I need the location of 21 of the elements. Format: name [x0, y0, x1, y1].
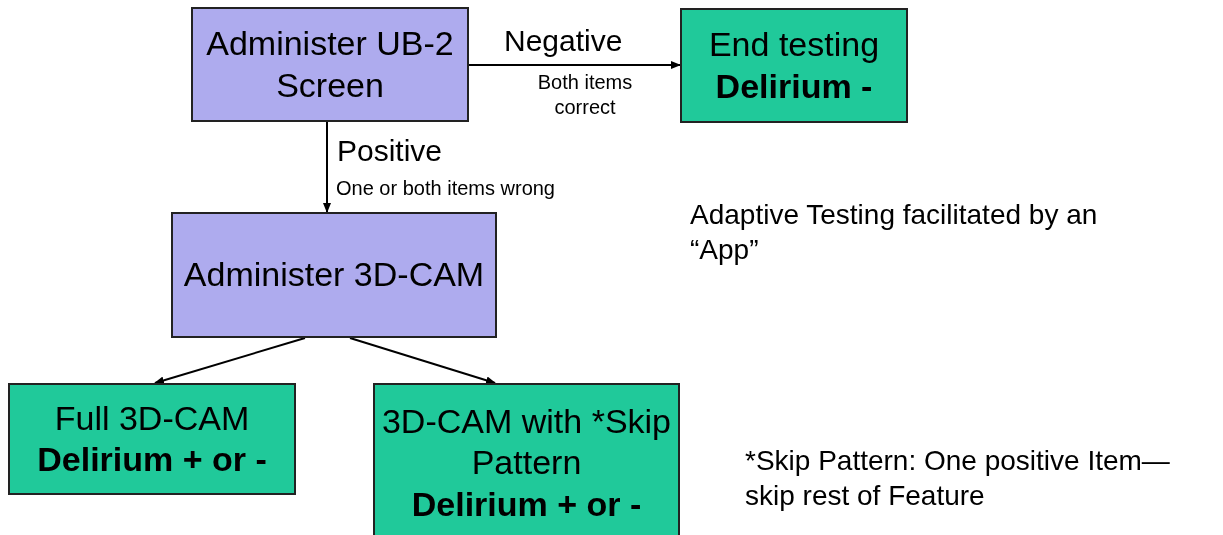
process-box [373, 383, 680, 535]
box-text: 3D-CAM with *Skip Pattern [381, 400, 672, 484]
process-box [191, 7, 469, 122]
process-box [8, 383, 296, 495]
arrow [468, 61, 681, 69]
process-box [680, 8, 908, 123]
arrow [323, 121, 331, 213]
box-text: Administer 3D-CAM [183, 254, 485, 296]
box-text: Full 3D-CAM [54, 397, 250, 439]
box-text: Delirium + or - [411, 483, 642, 525]
box-text: Delirium + or - [37, 439, 267, 480]
edge-note: One or both items wrong [336, 176, 556, 201]
box-text: Delirium - [715, 65, 873, 107]
note-text: Adaptive Testing facilitated by an “App” [690, 198, 1099, 267]
box-text: Administer UB-2 Screen [205, 23, 455, 106]
process-box [171, 212, 497, 338]
note-text: *Skip Pattern: One positive Item—skip rest of Feature [745, 444, 1171, 513]
arrow [349, 337, 496, 385]
box-text: End testing [708, 24, 880, 66]
edge-note: Both items correct [536, 70, 634, 120]
arrow [154, 337, 306, 385]
